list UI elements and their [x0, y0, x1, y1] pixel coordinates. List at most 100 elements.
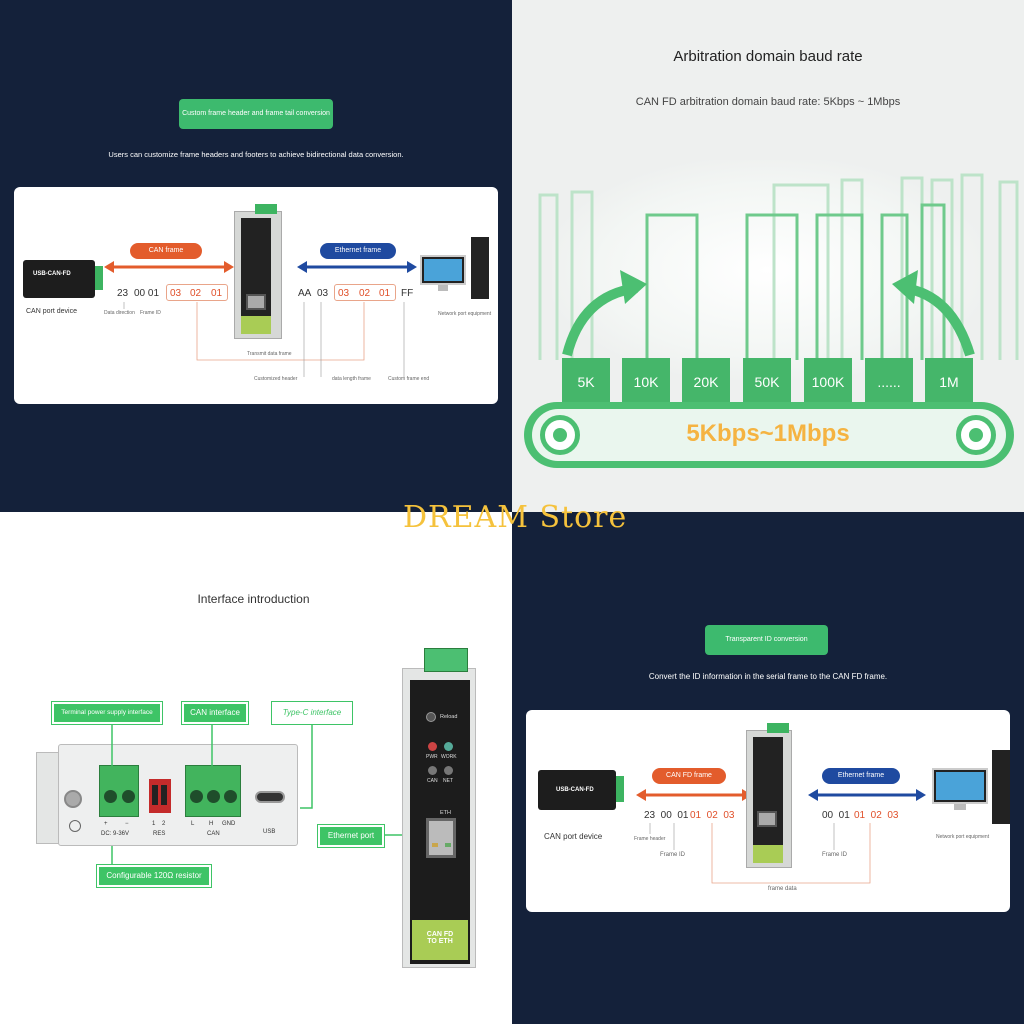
can-frame-arrow [104, 261, 234, 273]
transmit-connector-lines [123, 302, 405, 377]
device-text-line-2: TO ETH [427, 938, 453, 945]
custom-header-label: Customized header [254, 376, 298, 382]
right-hex-03b: 03 [338, 288, 350, 299]
bar-outlines [538, 173, 1019, 360]
panel-transparent-id: Transparent ID conversion Convert the ID… [512, 512, 1024, 1024]
rate-5k: 5K [562, 358, 610, 406]
ethernet-frame-arrow [297, 261, 417, 273]
ethernet-frame-label: Ethernet frame [822, 768, 900, 784]
can-port-device-label: CAN port device [26, 308, 77, 315]
pc-tower-icon [992, 750, 1010, 824]
can-frame-label: CAN frame [130, 243, 202, 259]
left-hex-black: 23 00 01 [644, 810, 689, 821]
pin-2: 2 [162, 821, 166, 827]
transparent-id-subtitle: Convert the ID information in the serial… [648, 672, 888, 681]
net-led-label: NET [443, 778, 453, 784]
left-hex-red: 01 02 03 [690, 810, 735, 821]
left-tiny-label: Frame header [634, 836, 666, 842]
monitor-icon [932, 768, 988, 804]
usb-c-port[interactable] [255, 791, 285, 803]
frame-data-label: frame data [768, 886, 797, 892]
ethernet-frame-arrow [808, 789, 926, 801]
panel-interface: Interface introduction + − 1 2 L H GND U… [0, 512, 512, 1024]
device-label-band: CAN FD TO ETH [412, 920, 468, 960]
pin-h: H [209, 821, 214, 827]
pin-l: L [191, 821, 195, 827]
power-terminal [99, 765, 139, 817]
custom-frame-subtitle: Users can customize frame headers and fo… [108, 150, 404, 159]
work-label: WORK [441, 754, 457, 760]
pin-1: 1 [152, 821, 156, 827]
pin-minus: − [125, 821, 129, 827]
pin-usb: USB [263, 829, 276, 835]
baud-range-band: 5Kbps~1Mbps [686, 420, 850, 447]
left-hex-02: 02 [190, 288, 202, 299]
frame-connector-lines [649, 823, 871, 884]
pwr-led [428, 742, 437, 751]
pin-gnd: GND [222, 821, 236, 827]
store-watermark: DREAM Store [403, 500, 628, 535]
power-interface-label: Terminal power supply interface [51, 701, 163, 725]
can-terminal [185, 765, 241, 817]
left-hex-0001: 00 01 [134, 288, 160, 299]
work-led [444, 742, 453, 751]
pin-plus: + [104, 821, 108, 827]
net-equipment-label: Network port equipment [438, 311, 492, 317]
device-text-line-1: CAN FD [426, 931, 454, 938]
net-led [444, 766, 453, 775]
right-frame-id-label: Frame ID [822, 852, 848, 858]
reload-button[interactable] [426, 712, 436, 722]
interface-title: Interface introduction [197, 592, 310, 606]
baud-title: Arbitration domain baud rate [673, 48, 863, 65]
ethernet-port-label: Ethernet port [317, 824, 385, 848]
custom-frame-diagram: USB-CAN-FD CAN port device CAN frame Eth… [14, 187, 498, 404]
rj45-port[interactable] [426, 818, 456, 858]
typec-interface-label: Type-C interface [271, 701, 353, 725]
data-length-label: data length frame [332, 376, 371, 382]
rate-1m: 1M [925, 358, 973, 406]
right-hex-03a: 03 [317, 288, 329, 299]
right-hex-02: 02 [359, 288, 371, 299]
left-tiny-label: Data direction [104, 310, 135, 316]
net-equipment-label: Network port equipment [936, 834, 990, 840]
rate-10k: 10K [622, 358, 670, 406]
left-hex-23: 23 [117, 288, 129, 299]
can-interface-label: CAN interface [181, 701, 249, 725]
conveyor-wheel-left-icon [540, 415, 580, 455]
custom-end-label: Custom frame end [388, 376, 430, 382]
can-fd-frame-label: CAN FD frame [652, 768, 726, 784]
left-hex-03: 03 [170, 288, 182, 299]
resistor-label: Configurable 120Ω resistor [96, 864, 212, 888]
pwr-label: PWR [426, 754, 438, 760]
baud-subtitle: CAN FD arbitration domain baud rate: 5Kb… [635, 96, 901, 108]
gateway-front-panel: Reload PWR WORK CAN NET ETH CAN FD TO ET… [410, 680, 470, 964]
panel-baud-rate: Arbitration domain baud rate CAN FD arbi… [512, 0, 1024, 512]
curved-arrows [562, 270, 975, 357]
screw-icon [64, 790, 82, 808]
rate-50k: 50K [743, 358, 791, 406]
usb-device-label: USB-CAN-FD [33, 271, 71, 277]
frame-id-label: Frame ID [140, 310, 161, 316]
custom-frame-pill: Custom frame header and frame tail conve… [179, 99, 333, 129]
right-hex-01: 01 [379, 288, 391, 299]
rate-ellipsis: ...... [865, 358, 913, 406]
can-pin-label: CAN [207, 831, 220, 837]
rate-20k: 20K [682, 358, 730, 406]
res-label: RES [153, 831, 166, 837]
ethernet-frame-label: Ethernet frame [320, 243, 396, 259]
gateway-device [234, 204, 282, 339]
res-dip-switch[interactable] [149, 779, 171, 813]
panel-custom-frame: Custom frame header and frame tail conve… [0, 0, 512, 512]
monitor-icon [420, 255, 466, 285]
can-led [428, 766, 437, 775]
right-hex-aa: AA [298, 288, 312, 299]
left-frame-id-label: Frame ID [660, 852, 686, 858]
left-hex-01: 01 [211, 288, 223, 299]
right-hex-red: 01 02 03 [854, 810, 899, 821]
earth-icon [69, 820, 81, 832]
pc-tower-icon [471, 237, 489, 299]
usb-can-fd-device: USB-CAN-FD [538, 770, 624, 810]
device-panel-front: + − 1 2 L H GND USB DC: 9-36V RES CAN [58, 744, 298, 846]
reload-label: Reload [440, 714, 458, 720]
transmit-label: Transmit data frame [247, 351, 292, 357]
